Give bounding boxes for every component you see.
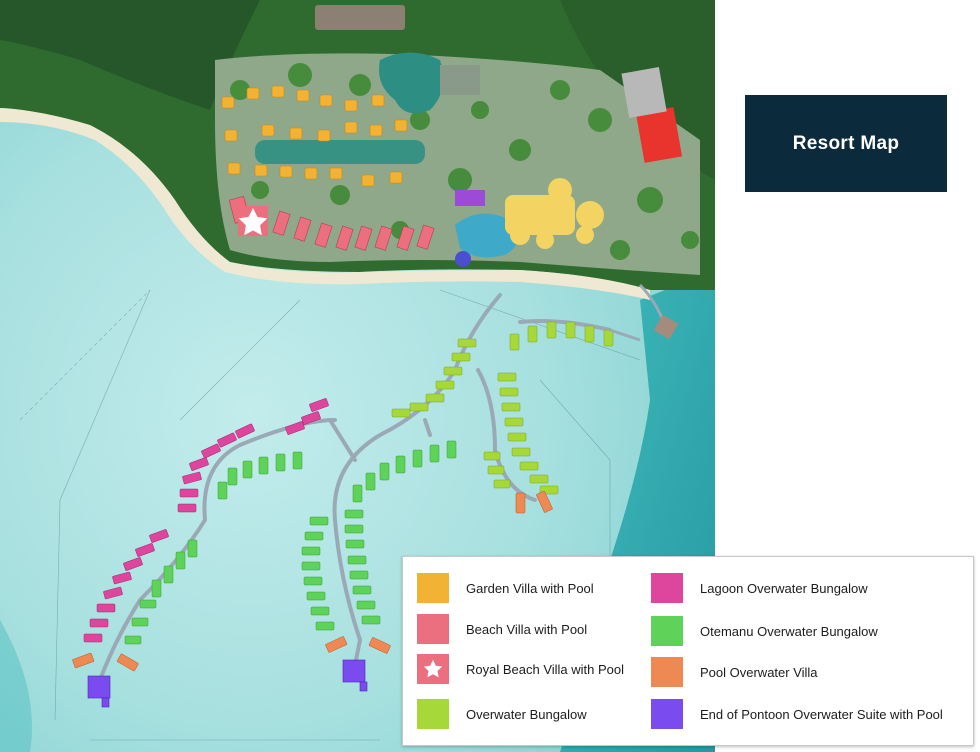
- legend-item-royal-beach-villa: Royal Beach Villa with Pool: [417, 654, 624, 684]
- legend-item-garden-villa: Garden Villa with Pool: [417, 573, 594, 603]
- beach-sand: [0, 108, 650, 300]
- legend-label: End of Pontoon Overwater Suite with Pool: [700, 706, 943, 722]
- legend-label: Otemanu Overwater Bungalow: [700, 623, 878, 639]
- end-of-pontoon-suites: [87, 659, 368, 708]
- pool-overwater-villas: [72, 490, 553, 672]
- legend-label: Garden Villa with Pool: [466, 580, 594, 596]
- legend-label: Overwater Bungalow: [466, 706, 587, 722]
- legend-item-overwater-bungalow: Overwater Bungalow: [417, 699, 587, 729]
- legend-item-otemanu-overwater: Otemanu Overwater Bungalow: [651, 616, 878, 646]
- legend-label: Beach Villa with Pool: [466, 621, 588, 637]
- legend-swatch: [651, 699, 683, 729]
- garden-villas: [221, 85, 408, 187]
- overwater-bungalows: [391, 321, 614, 495]
- legend-swatch: [417, 654, 449, 684]
- royal-beach-villa-marker: [238, 206, 268, 236]
- legend-label: Royal Beach Villa with Pool: [466, 661, 625, 677]
- legend-label: Pool Overwater Villa: [700, 664, 818, 680]
- legend-swatch: [417, 699, 449, 729]
- otemanu-bungalows: [124, 440, 457, 645]
- legend-swatch: [651, 616, 683, 646]
- lagoon-bungalows: [83, 398, 329, 643]
- legend-swatch: [417, 614, 449, 644]
- map-legend: Garden Villa with Pool Lagoon Overwater …: [402, 556, 974, 746]
- legend-item-beach-villa: Beach Villa with Pool: [417, 614, 587, 644]
- legend-swatch: [651, 573, 683, 603]
- legend-swatch: [651, 657, 683, 687]
- legend-label: Lagoon Overwater Bungalow: [700, 580, 868, 596]
- star-icon: [423, 659, 443, 678]
- resort-map[interactable]: [0, 0, 715, 752]
- legend-item-end-of-pontoon-suite: End of Pontoon Overwater Suite with Pool: [651, 699, 943, 729]
- map-title-box: Resort Map: [745, 95, 947, 192]
- legend-item-pool-overwater-villa: Pool Overwater Villa: [651, 657, 818, 687]
- map-title: Resort Map: [792, 132, 900, 154]
- legend-item-lagoon-overwater: Lagoon Overwater Bungalow: [651, 573, 868, 603]
- star-icon: [238, 208, 268, 236]
- legend-swatch: [417, 573, 449, 603]
